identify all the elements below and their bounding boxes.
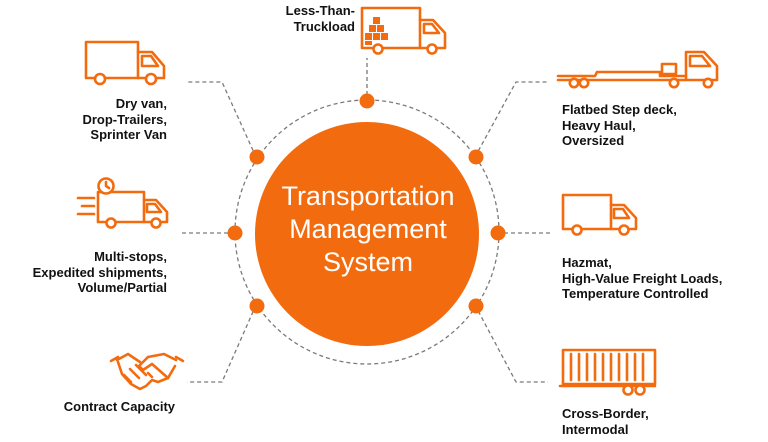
center-circle — [255, 122, 479, 346]
label-line: High-Value Freight Loads, — [562, 270, 723, 286]
label-line: Expedited shipments, — [32, 264, 167, 280]
label-flatbed: Flatbed Step deck, Heavy Haul, Oversized — [562, 102, 677, 149]
fast-delivery-truck-icon — [76, 177, 169, 229]
small-delivery-truck-icon — [360, 6, 447, 55]
center-title-line: System — [322, 247, 414, 277]
label-line: Hazmat, — [562, 255, 612, 270]
label-line: Cross-Border, — [562, 406, 649, 421]
label-line: Sprinter Van — [90, 127, 167, 142]
ring-nodes — [227, 93, 506, 314]
label-line: Volume/Partial — [77, 280, 167, 295]
connector-flatbed — [474, 81, 548, 158]
label-line: Multi-stops, — [94, 249, 167, 264]
label-line: Truckload — [293, 18, 355, 34]
label-ltl: Less-Than- Truckload — [286, 3, 355, 34]
connector-contract — [187, 304, 257, 383]
node-dot-flatbed — [468, 149, 484, 165]
label-cross-border: Cross-Border, Intermodal — [562, 406, 649, 437]
label-dry-van: Dry van, Drop-Trailers, Sprinter Van — [82, 96, 167, 143]
label-line: Heavy Haul, — [562, 117, 636, 133]
node-dot-cross-border — [468, 298, 484, 314]
label-line: Oversized — [562, 133, 625, 148]
center-title-line: Management — [289, 214, 447, 244]
box-truck-icon — [84, 40, 166, 86]
label-line: Drop-Trailers, — [82, 111, 167, 127]
label-line: Less-Than- — [285, 3, 355, 18]
node-dot-hazmat — [490, 225, 506, 241]
flatbed-truck-icon — [556, 50, 719, 89]
connectors — [182, 58, 552, 383]
connector-dry-van — [187, 81, 257, 158]
label-line: Dry van, — [115, 96, 167, 111]
cargo-truck-icon — [561, 193, 638, 236]
center-title-line: Transportation — [281, 181, 455, 211]
handshake-icon — [109, 352, 185, 391]
center-title: Transportation Management System — [248, 180, 488, 279]
node-dot-ltl — [359, 93, 375, 109]
node-dot-multi-stops — [227, 225, 243, 241]
label-contract: Contract Capacity — [64, 399, 175, 415]
node-dot-contract — [249, 298, 265, 314]
label-hazmat: Hazmat, High-Value Freight Loads, Temper… — [562, 255, 722, 302]
node-dot-dry-van — [249, 149, 265, 165]
connector-cross-border — [474, 304, 548, 383]
label-line: Contract Capacity — [63, 399, 175, 414]
label-line: Intermodal — [562, 421, 629, 437]
container-trailer-icon — [558, 348, 657, 396]
label-line: Flatbed Step deck, — [562, 102, 677, 117]
label-multi-stops: Multi-stops, Expedited shipments, Volume… — [33, 249, 167, 296]
label-line: Temperature Controlled — [562, 286, 709, 301]
